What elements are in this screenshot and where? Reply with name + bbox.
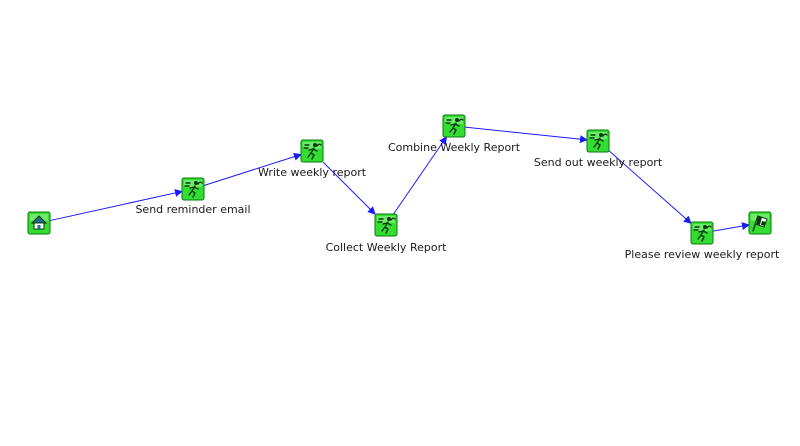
node-start[interactable]: [27, 211, 51, 235]
house-icon: [30, 215, 48, 230]
edge-n1-n2[interactable]: [203, 152, 302, 186]
node-n2[interactable]: [300, 139, 324, 163]
node-label-n1: Send reminder email: [135, 203, 250, 216]
checkered-flag-icon: [752, 215, 768, 232]
edge-n2-n3[interactable]: [322, 161, 376, 215]
node-label-n5: Send out weekly report: [534, 156, 663, 169]
node-n4[interactable]: [442, 114, 466, 138]
edge-n6-end[interactable]: [712, 222, 750, 232]
node-label-n6: Please review weekly report: [625, 248, 780, 261]
edges-layer: [49, 126, 750, 232]
edge-n5-n6[interactable]: [608, 150, 692, 224]
node-label-n3: Collect Weekly Report: [326, 241, 447, 254]
runner-icon: [184, 181, 203, 198]
runner-icon: [589, 133, 608, 150]
runner-icon: [303, 143, 322, 160]
node-label-n4: Combine Weekly Report: [388, 141, 521, 154]
node-n5[interactable]: [586, 129, 610, 153]
runner-icon: [445, 118, 464, 135]
node-end[interactable]: [748, 211, 772, 235]
edge-start-n1[interactable]: [49, 189, 183, 222]
edge-n3-n4[interactable]: [393, 136, 448, 215]
edge-n4-n5[interactable]: [464, 126, 588, 144]
runner-icon: [377, 217, 396, 234]
node-label-n2: Write weekly report: [258, 166, 367, 179]
node-n3[interactable]: [374, 213, 398, 237]
node-n6[interactable]: [690, 221, 714, 245]
runner-icon: [693, 225, 712, 242]
node-n1[interactable]: [181, 177, 205, 201]
